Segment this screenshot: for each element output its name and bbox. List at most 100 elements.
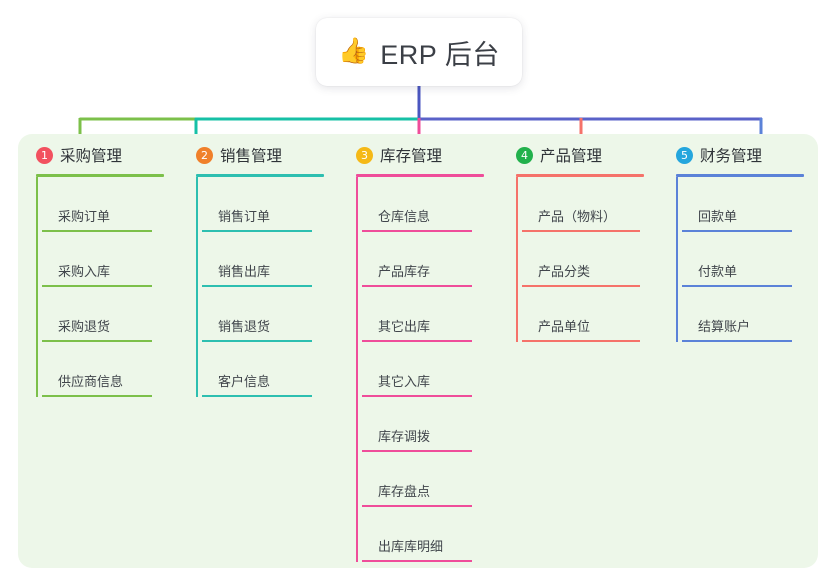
column-badge-finance: 5 <box>676 146 693 164</box>
leaf-item-underline <box>362 285 472 287</box>
leaf-item-label: 库存盘点 <box>378 484 431 499</box>
module-column-purchase: 1 采购管理采购订单采购入库采购退货供应商信息 <box>18 134 178 568</box>
leaf-list-inventory: 仓库信息产品库存其它出库其它入库库存调拨库存盘点出库库明细 <box>356 177 498 562</box>
column-underline-finance <box>676 174 804 177</box>
leaf-item-underline <box>202 285 312 287</box>
leaf-item-label: 产品单位 <box>538 319 591 334</box>
leaf-item-underline <box>362 505 472 507</box>
leaf-item-underline <box>362 340 472 342</box>
leaf-list-product: 产品（物料） 产品分类产品单位 <box>516 177 658 342</box>
leaf-item[interactable]: 产品（物料） <box>522 177 658 232</box>
leaf-item-underline <box>362 450 472 452</box>
leaf-item[interactable]: 销售退货 <box>202 287 338 342</box>
column-header-inventory[interactable]: 3 库存管理 <box>356 134 498 168</box>
leaf-item-underline <box>522 340 640 342</box>
leaf-item-underline <box>42 230 152 232</box>
leaf-item-label: 采购订单 <box>58 209 111 224</box>
leaf-item[interactable]: 回款单 <box>682 177 818 232</box>
leaf-item-underline <box>42 395 152 397</box>
leaf-item[interactable]: 采购入库 <box>42 232 178 287</box>
module-column-finance: 5 财务管理回款单付款单结算账户 <box>658 134 818 568</box>
leaf-item-underline <box>362 395 472 397</box>
leaf-item[interactable]: 销售订单 <box>202 177 338 232</box>
leaf-item-underline <box>362 560 472 562</box>
leaf-item[interactable]: 采购退货 <box>42 287 178 342</box>
column-title-product: 产品管理 <box>540 148 603 165</box>
leaf-list-finance: 回款单付款单结算账户 <box>676 177 818 342</box>
leaf-item-label: 出库库明细 <box>378 539 444 554</box>
leaf-item-label: 销售出库 <box>218 264 271 279</box>
leaf-item-label: 其它出库 <box>378 319 431 334</box>
column-underline-product <box>516 174 644 177</box>
column-header-finance[interactable]: 5 财务管理 <box>676 134 818 168</box>
leaf-item-label: 产品（物料） <box>538 209 617 224</box>
leaf-item[interactable]: 其它出库 <box>362 287 498 342</box>
leaf-item-label: 结算账户 <box>698 319 751 334</box>
leaf-item-underline <box>42 285 152 287</box>
leaf-item[interactable]: 供应商信息 <box>42 342 178 397</box>
leaf-item-underline <box>202 230 312 232</box>
leaf-item-underline <box>682 230 792 232</box>
leaf-item-label: 供应商信息 <box>58 374 124 389</box>
leaf-item[interactable]: 付款单 <box>682 232 818 287</box>
leaf-list-purchase: 采购订单采购入库采购退货供应商信息 <box>36 177 178 397</box>
leaf-item-label: 采购退货 <box>58 319 111 334</box>
leaf-rail-finance <box>676 177 678 342</box>
leaf-item-underline <box>682 285 792 287</box>
modules-panel <box>18 134 818 568</box>
column-badge-purchase: 1 <box>36 146 53 164</box>
leaf-item-underline <box>522 230 640 232</box>
leaf-rail-inventory <box>356 177 358 562</box>
leaf-item-underline <box>682 340 792 342</box>
leaf-list-sales: 销售订单销售出库销售退货客户信息 <box>196 177 338 397</box>
column-badge-product: 4 <box>516 146 533 164</box>
leaf-item[interactable]: 仓库信息 <box>362 177 498 232</box>
leaf-item[interactable]: 产品库存 <box>362 232 498 287</box>
leaf-item[interactable]: 产品单位 <box>522 287 658 342</box>
leaf-item[interactable]: 采购订单 <box>42 177 178 232</box>
leaf-item[interactable]: 出库库明细 <box>362 507 498 562</box>
column-underline-inventory <box>356 174 484 177</box>
column-header-purchase[interactable]: 1 采购管理 <box>36 134 178 168</box>
column-title-inventory: 库存管理 <box>380 148 443 165</box>
column-underline-sales <box>196 174 324 177</box>
leaf-item-underline <box>522 285 640 287</box>
root-node[interactable]: 👍 ERP 后台 <box>316 18 522 86</box>
leaf-item-label: 仓库信息 <box>378 209 431 224</box>
leaf-item-underline <box>202 340 312 342</box>
column-title-purchase: 采购管理 <box>60 148 123 165</box>
leaf-item-label: 回款单 <box>698 209 738 224</box>
leaf-item-label: 其它入库 <box>378 374 431 389</box>
leaf-rail-sales <box>196 177 198 397</box>
module-column-product: 4 产品管理产品（物料） 产品分类产品单位 <box>498 134 658 568</box>
leaf-item-underline <box>362 230 472 232</box>
leaf-item-underline <box>202 395 312 397</box>
column-title-finance: 财务管理 <box>700 148 763 165</box>
module-column-inventory: 3 库存管理仓库信息产品库存其它出库其它入库库存调拨库存盘点出库库明细 <box>338 134 498 568</box>
column-underline-purchase <box>36 174 164 177</box>
leaf-item[interactable]: 其它入库 <box>362 342 498 397</box>
leaf-item[interactable]: 库存调拨 <box>362 397 498 452</box>
leaf-item-label: 产品分类 <box>538 264 591 279</box>
leaf-item-underline <box>42 340 152 342</box>
column-badge-inventory: 3 <box>356 146 373 164</box>
column-header-product[interactable]: 4 产品管理 <box>516 134 658 168</box>
leaf-item-label: 销售订单 <box>218 209 271 224</box>
leaf-rail-product <box>516 177 518 342</box>
leaf-item[interactable]: 产品分类 <box>522 232 658 287</box>
leaf-item-label: 采购入库 <box>58 264 111 279</box>
leaf-item-label: 客户信息 <box>218 374 271 389</box>
leaf-rail-purchase <box>36 177 38 397</box>
leaf-item[interactable]: 结算账户 <box>682 287 818 342</box>
column-badge-sales: 2 <box>196 146 213 164</box>
leaf-item-label: 销售退货 <box>218 319 271 334</box>
leaf-item-label: 产品库存 <box>378 264 431 279</box>
leaf-item[interactable]: 客户信息 <box>202 342 338 397</box>
leaf-item[interactable]: 库存盘点 <box>362 452 498 507</box>
thumbs-up-icon: 👍 <box>338 36 370 65</box>
leaf-item[interactable]: 销售出库 <box>202 232 338 287</box>
